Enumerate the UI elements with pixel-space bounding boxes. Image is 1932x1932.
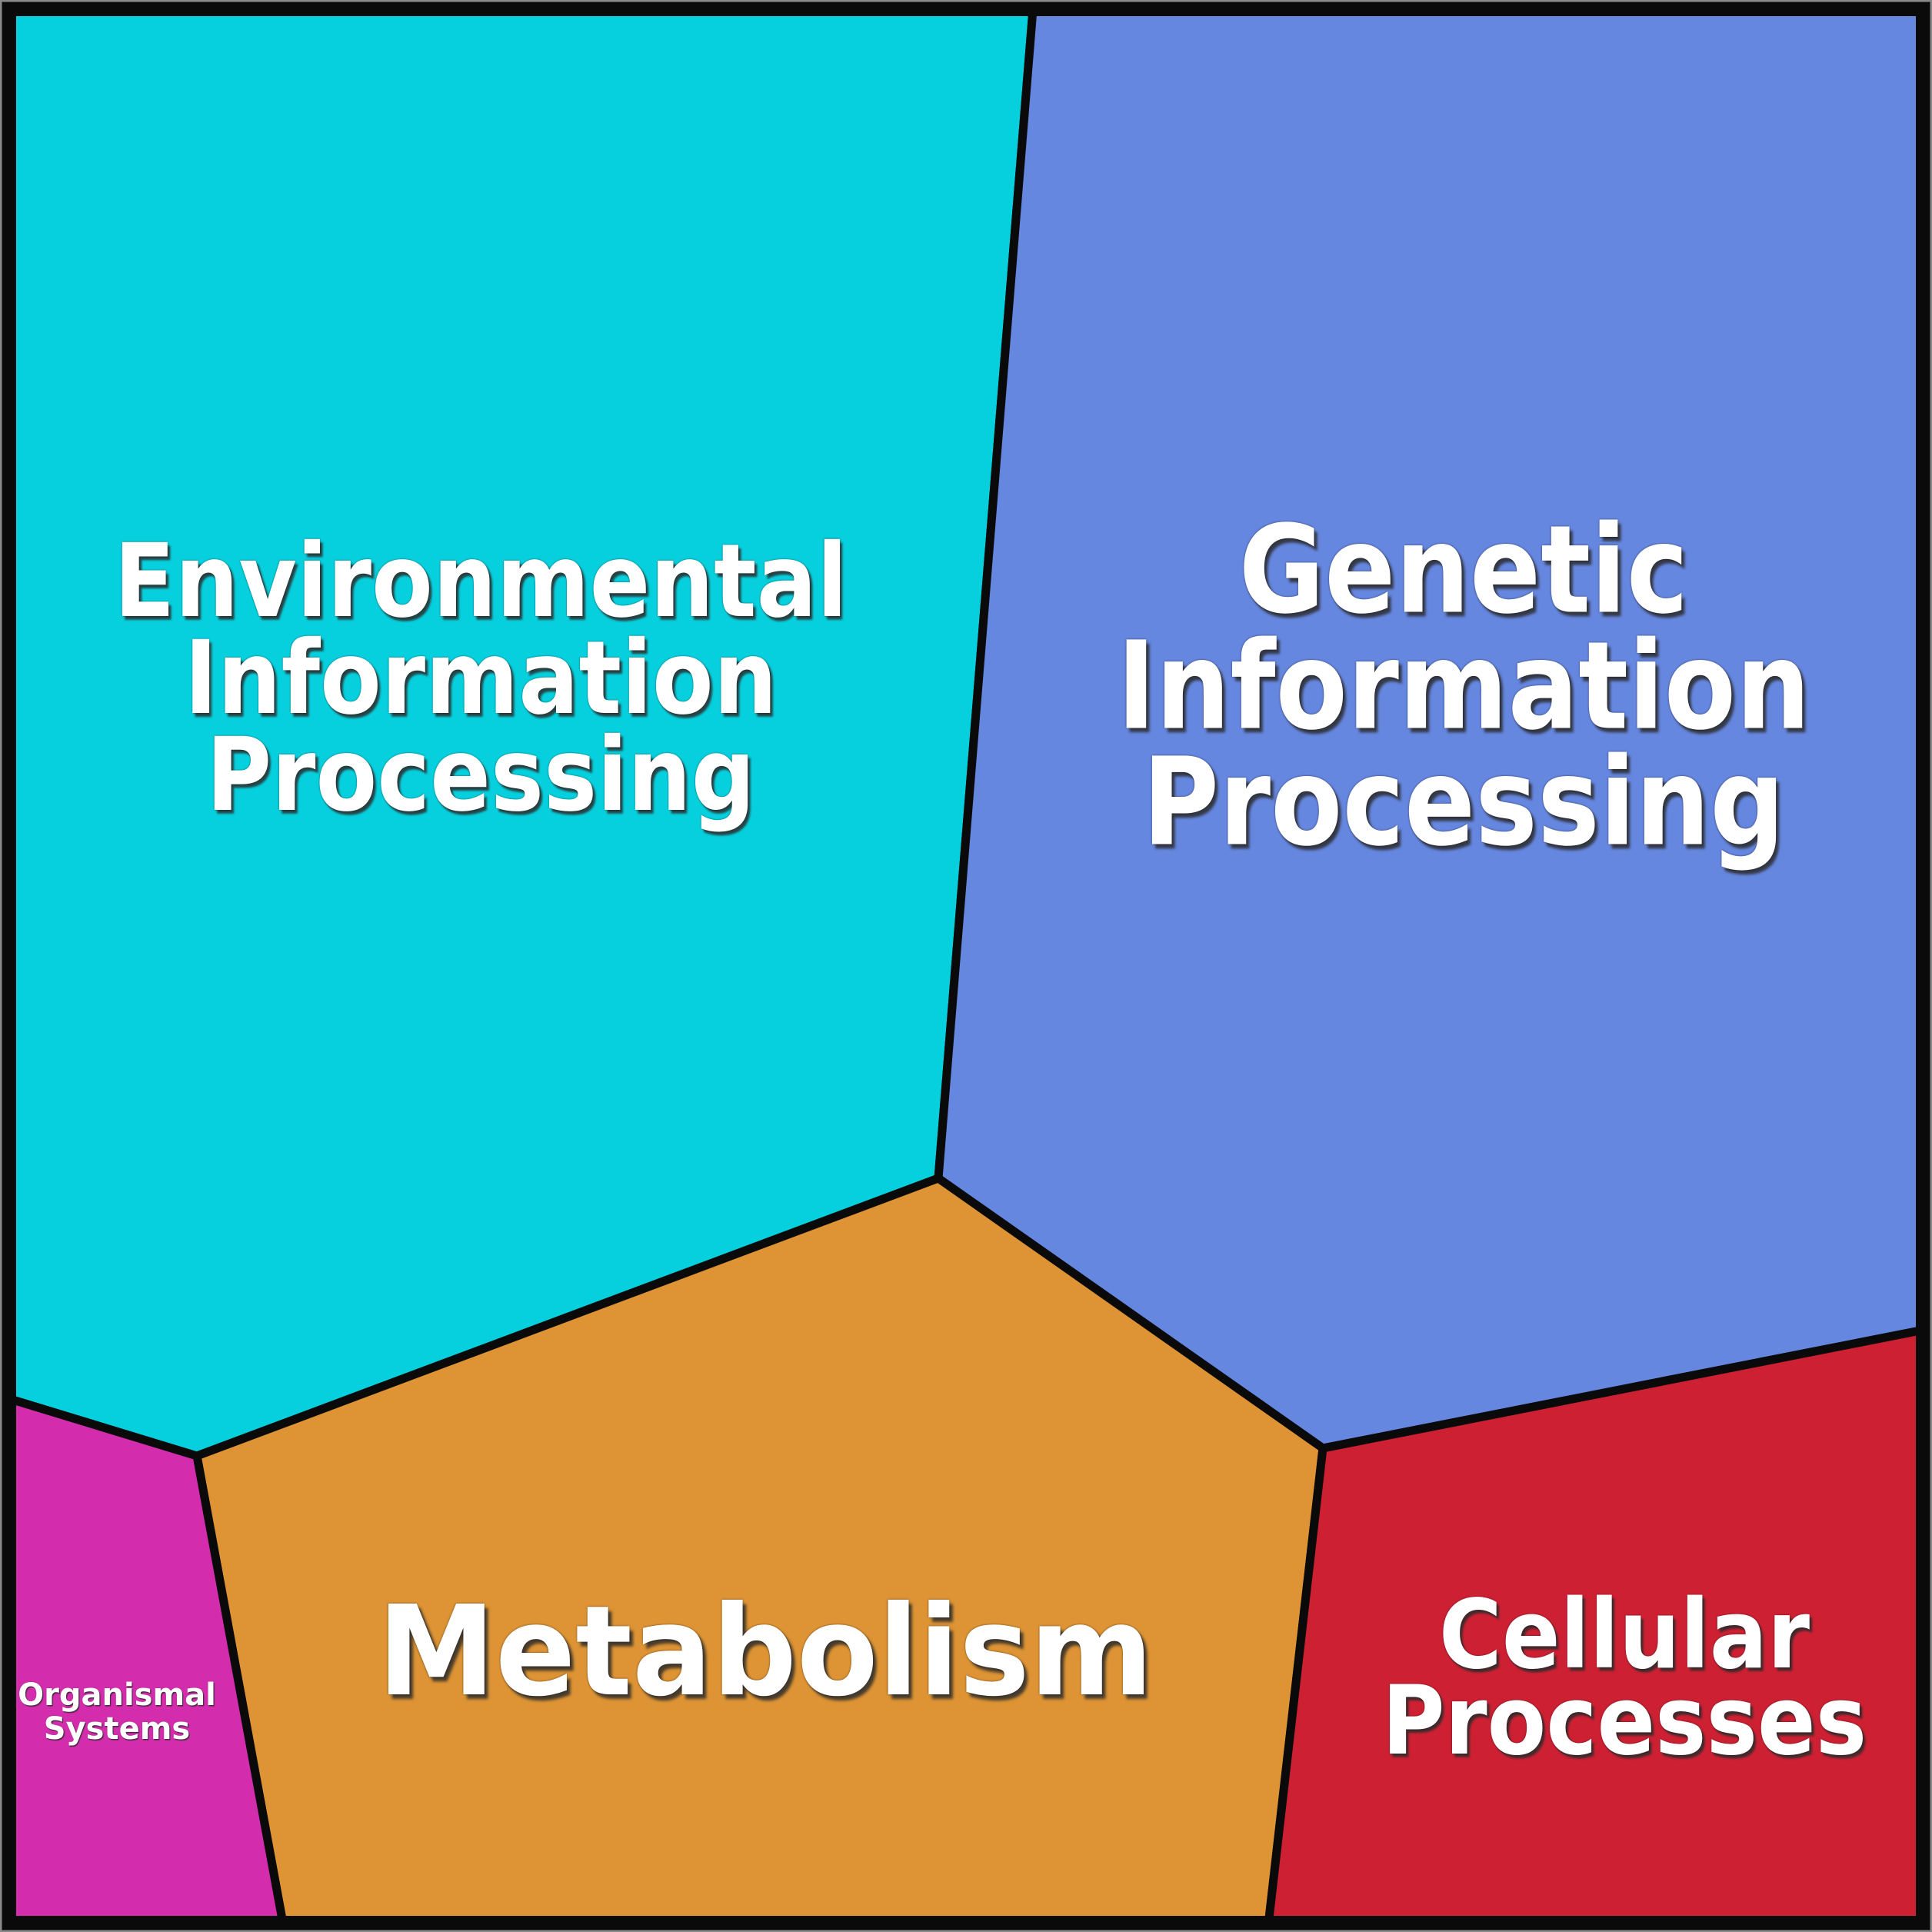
label-line: Processes	[1381, 1666, 1867, 1777]
label-line: Organismal	[18, 1677, 216, 1713]
label-line: Genetic	[1238, 499, 1689, 641]
region-organismal-systems	[0, 1391, 289, 1932]
label-line: Processing	[1142, 731, 1785, 874]
label-environmental-information-processing: Environmental Information Processing	[114, 522, 848, 834]
label-line: Systems	[43, 1711, 191, 1747]
label-line: Environmental	[114, 522, 848, 641]
label-organismal-systems: Organismal Systems	[18, 1678, 216, 1746]
region-cellular-processes	[1263, 1324, 1932, 1932]
label-genetic-information-processing: Genetic Information Processing	[1117, 499, 1810, 874]
label-metabolism: Metabolism	[378, 1590, 1153, 1714]
label-line: Metabolism	[377, 1580, 1154, 1724]
label-cellular-processes: Cellular Processes	[1381, 1580, 1867, 1777]
label-line: Cellular	[1438, 1580, 1810, 1690]
label-line: Information	[1117, 615, 1810, 758]
label-line: Information	[184, 619, 778, 738]
label-line: Processing	[206, 716, 755, 834]
